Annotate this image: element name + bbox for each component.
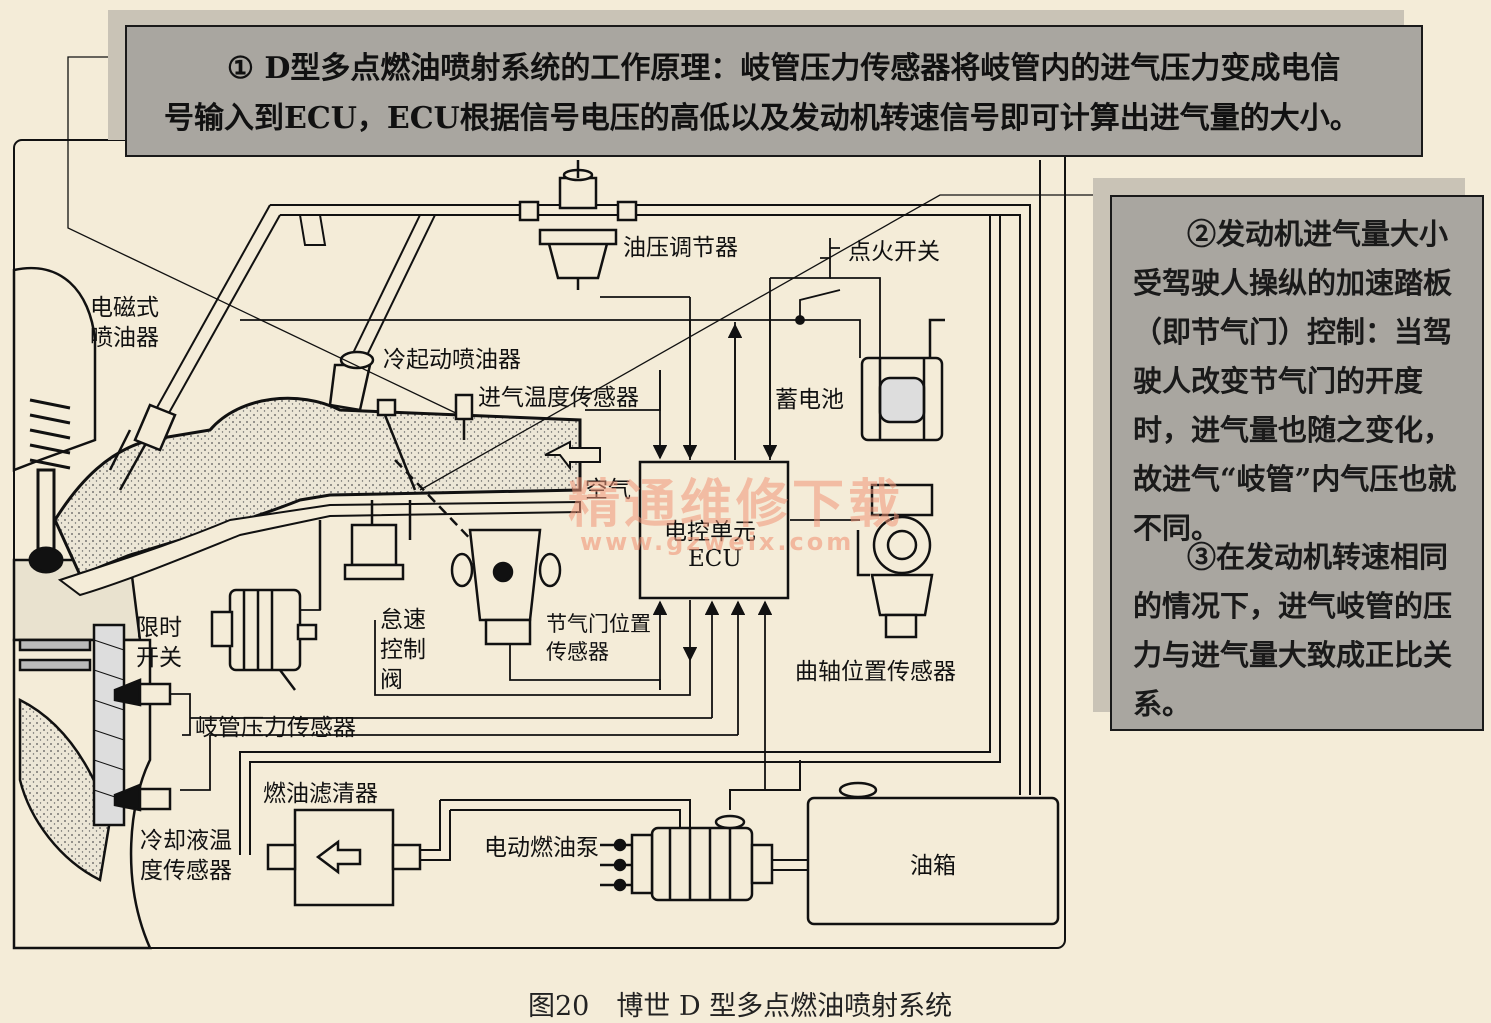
watermark-text: 精通维修下载	[568, 474, 905, 535]
ecu-box	[638, 460, 790, 600]
valve-spring	[28, 398, 71, 574]
fuel-pump-shape	[600, 814, 774, 902]
label-fuel-tank: 油箱	[910, 853, 956, 879]
engine-block	[12, 266, 152, 950]
fuel-tank-shape	[806, 781, 1060, 926]
cold-start-injector	[328, 350, 375, 412]
battery-shape	[860, 318, 945, 442]
note1-line2: 号输入到ECU，ECU根据信号电压的高低以及发动机转速信号即可计算出进气量的大小…	[164, 101, 1360, 136]
block-sensors	[113, 678, 191, 812]
label-ecu-en: ECU	[688, 546, 742, 572]
label-ecu-cn: 电控单元	[664, 519, 756, 545]
label-coolant-sensor: 冷却液温度传感器	[140, 828, 232, 884]
label-fuel-filter: 燃油滤清器	[263, 781, 378, 807]
leader-lines	[67, 56, 1095, 491]
crank-sensor-shape	[856, 483, 934, 639]
label-battery: 蓄电池	[775, 387, 844, 413]
note1-box	[125, 25, 1423, 157]
label-air: 空气	[585, 477, 631, 503]
label-pressure-regulator: 油压调节器	[623, 235, 738, 261]
figure-caption: 图20 博世 D 型多点燃油喷射系统	[528, 991, 953, 1022]
label-crank-sensor: 曲轴位置传感器	[795, 659, 956, 685]
label-timer-switch: 限时开关	[136, 615, 182, 671]
watermark-url: www.gzweix.com	[580, 528, 855, 556]
pressure-regulator-shape	[518, 160, 638, 290]
ecu-arrows	[180, 300, 860, 791]
note1-line1: ① D型多点燃油喷射系统的工作原理：岐管压力传感器将岐管内的进气压力变成电信	[227, 51, 1341, 86]
label-idle-valve: 怠速控制阀	[380, 607, 426, 693]
note3-text: ③在发动机转速相同的情况下，进气岐管的压力与进气量大致成正比关系。	[1133, 540, 1453, 721]
solenoid-injector	[108, 403, 177, 491]
label-solenoid-injector: 电磁式喷油器	[90, 295, 159, 351]
throttle-components	[343, 398, 562, 646]
note2-text: ②发动机进气量大小受驾驶人操纵的加速踏板（即节气门）控制：当驾驶人改变节气门的开…	[1133, 217, 1457, 545]
label-cold-start-injector: 冷起动喷油器	[383, 347, 521, 373]
label-intake-temp-sensor: 进气温度传感器	[478, 385, 639, 411]
label-fuel-pump: 电动燃油泵	[484, 835, 599, 861]
label-ignition-switch: 点火开关	[848, 239, 940, 265]
label-throttle-sensor: 节气门位置传感器	[546, 612, 651, 664]
map-sensor-shape	[210, 520, 322, 691]
label-map-sensor: 岐管压力传感器	[195, 715, 356, 741]
air-arrow	[544, 440, 601, 471]
intake-temp-sensor-shape	[454, 393, 474, 440]
fuel-filter-shape	[266, 808, 422, 907]
note2-box	[1110, 195, 1484, 731]
